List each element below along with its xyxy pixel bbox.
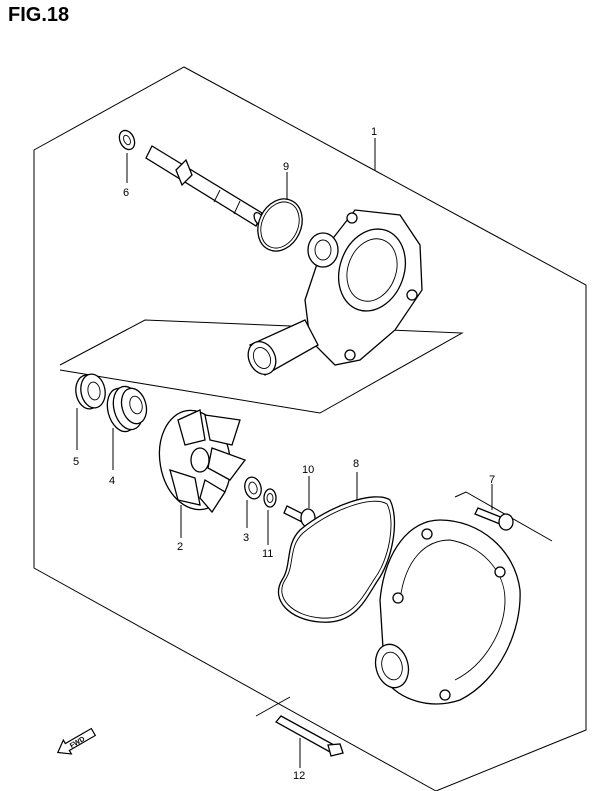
part-7-bolt [474,507,514,531]
part-1-pump-housing [247,209,423,376]
part-3-washer [244,476,262,500]
callout-2: 2 [177,541,183,553]
callout-10: 10 [302,464,314,476]
callout-8: 8 [353,458,359,470]
sub-assembly-box-upper [59,319,464,414]
callout-11: 11 [262,548,273,560]
callout-4: 4 [109,475,115,487]
part-shaft [145,145,265,227]
sub-assembly-line [255,696,291,717]
callout-6: 6 [123,187,129,199]
fwd-label: FWD [69,736,86,750]
callout-5: 5 [73,456,79,468]
part-pump-cover [374,519,521,705]
part-8-gasket [277,496,396,623]
callout-1: 1 [371,126,377,138]
assembly-frame [33,66,587,791]
fwd-arrow-icon: FWD [56,727,97,755]
part-9-o-ring [257,198,303,252]
part-12-long-bolt [274,715,344,757]
part-11-washer [263,488,277,508]
callout-3: 3 [243,532,249,544]
figure-title: FIG.18 [8,4,70,26]
callout-7: 7 [489,474,495,486]
part-2-impeller [158,409,247,514]
part-5-oil-seal [75,373,106,410]
sub-assembly-box-lower [454,491,553,542]
part-4-mechanical-seal [106,385,148,433]
callout-12: 12 [293,770,305,782]
part-6-washer [118,129,136,151]
callout-9: 9 [283,161,289,173]
